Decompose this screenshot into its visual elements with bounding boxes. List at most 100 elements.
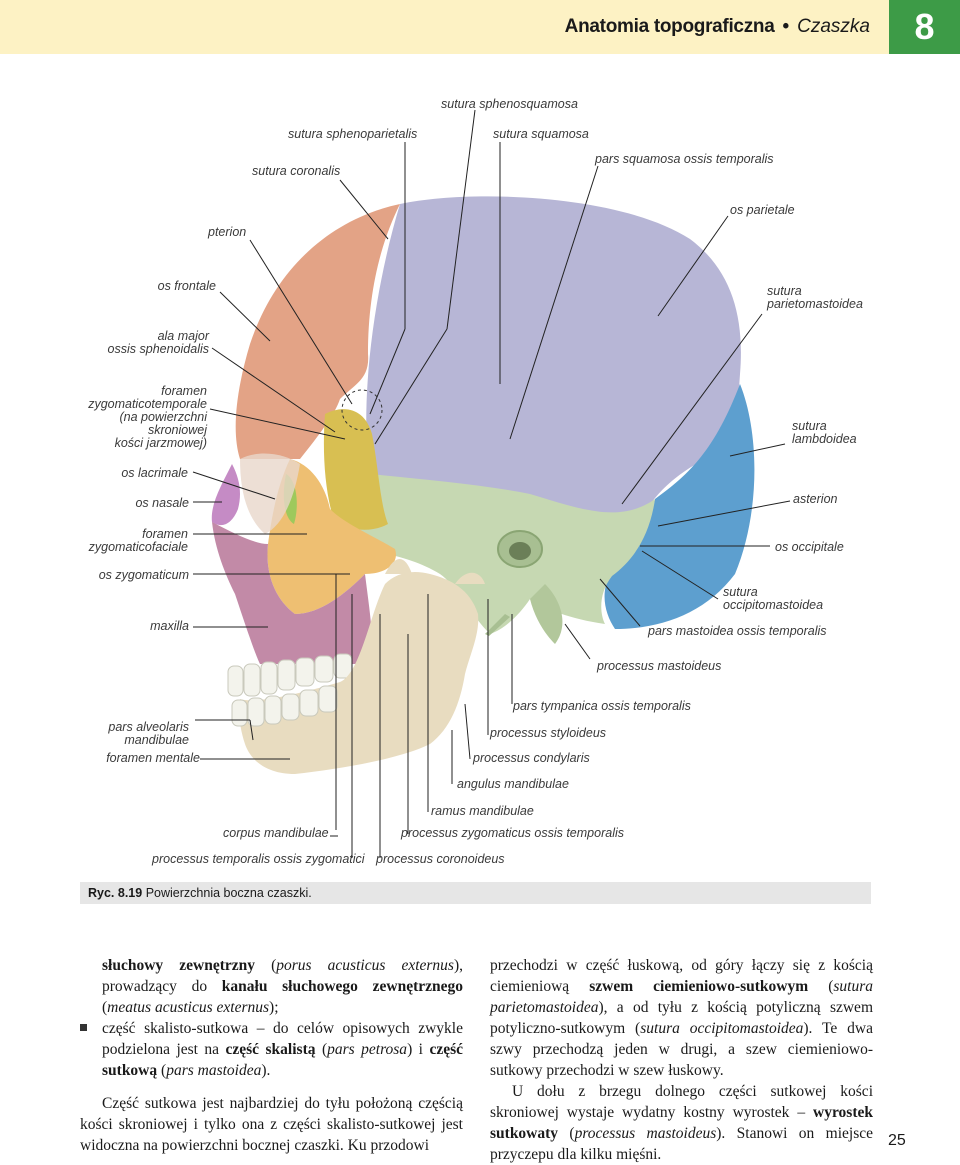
latin-term: meatus acusticus externus	[107, 999, 270, 1016]
label-sutura-sphenoparietalis: sutura sphenoparietalis	[288, 127, 418, 141]
text: );	[269, 999, 279, 1016]
label-os-lacrimale: os lacrimale	[121, 466, 188, 480]
bullet-item: część skalisto-sutkowa – do celów opisow…	[80, 1018, 463, 1081]
label-sutura-sphenosquamosa: sutura sphenosquamosa	[441, 97, 578, 111]
label-sutura-parietomastoidea: sutura parietomastoidea	[767, 285, 863, 311]
figure-number: Ryc. 8.19	[88, 886, 143, 900]
label-asterion: asterion	[793, 492, 838, 506]
latin-term: sutura occipitomastoidea	[640, 1020, 804, 1037]
label-pars-mastoidea: pars mastoidea ossis temporalis	[648, 624, 827, 638]
term: część skalistą	[225, 1041, 316, 1058]
text: ). Te dwa szwy przechodzą jeden w drugi,…	[490, 1020, 873, 1079]
page-header: Anatomia topograficzna • Czaszka 8	[0, 0, 960, 54]
text-column-right: przechodzi w część łuskową, od góry łącz…	[490, 955, 873, 1165]
text: ), a od tyłu z kością potyliczną szwem p…	[490, 999, 873, 1037]
skull-illustration	[192, 109, 791, 858]
label-line: foramen	[142, 527, 188, 541]
text: (	[808, 978, 834, 995]
label-maxilla: maxilla	[150, 619, 189, 633]
latin-term: pars petrosa	[327, 1041, 408, 1058]
label-processus-temporalis: processus temporalis ossis zygomatici	[152, 852, 365, 866]
label-line: sutura	[767, 284, 802, 298]
label-foramen-zygomaticofaciale: foramen zygomaticofaciale	[60, 528, 188, 554]
label-line: sutura	[792, 419, 827, 433]
text: U dołu z brzegu dolnego części sutkowej …	[490, 1083, 873, 1121]
mastoid-process	[530, 584, 563, 644]
label-ramus-mandibulae: ramus mandibulae	[431, 804, 534, 818]
label-pars-squamosa: pars squamosa ossis temporalis	[595, 152, 774, 166]
text: ), prowadzący do	[102, 957, 464, 995]
label-foramen-zygomaticotemporale: foramen zygomaticotemporale (na powierzc…	[60, 385, 207, 450]
running-title: Anatomia topograficzna • Czaszka	[565, 16, 870, 38]
text: przechodzi w część łuskową, od góry łącz…	[490, 957, 873, 995]
text: część skalisto-sutkowa – do celów opisow…	[102, 1020, 463, 1058]
page-number: 25	[888, 1132, 906, 1149]
label-line: ossis sphenoidalis	[107, 342, 209, 356]
text: ) i	[407, 1041, 430, 1058]
term: kanału słuchowego zewnętrznego	[221, 978, 464, 995]
sphenoid-greater-wing	[323, 409, 388, 530]
label-line: zygomaticotemporale	[88, 397, 207, 411]
term: wyrostek sutkowaty	[490, 1104, 873, 1142]
label-os-frontale: os frontale	[157, 279, 216, 293]
upper-teeth	[227, 653, 353, 697]
label-line: kości jarzmowej)	[114, 436, 207, 450]
label-line: ala major	[157, 329, 209, 343]
figure-caption: Ryc. 8.19 Powierzchnia boczna czaszki.	[80, 882, 871, 904]
label-line: mandibulae	[124, 733, 189, 747]
text-column-left: słuchowy zewnętrzny (porus acusticus ext…	[80, 955, 463, 1156]
label-line: pars alveolaris	[108, 720, 189, 734]
term: słuchowy zewnętrzny	[102, 957, 255, 974]
label-line: occipitomastoidea	[723, 598, 824, 612]
text: (	[157, 1062, 167, 1079]
label-line: sutura	[723, 585, 758, 599]
bullet-square-icon	[80, 1024, 87, 1031]
label-pterion: pterion	[208, 225, 247, 239]
label-sutura-coronalis: sutura coronalis	[252, 164, 341, 178]
label-os-zygomaticum: os zygomaticum	[98, 568, 189, 582]
label-foramen-mentale: foramen mentale	[106, 751, 200, 765]
text: (	[255, 957, 277, 974]
frontal-bone	[235, 204, 400, 459]
mandible-bone	[239, 572, 479, 774]
running-title-chapter: Anatomia topograficzna	[564, 16, 775, 37]
label-processus-coronoideus: processus coronoideus	[376, 852, 505, 866]
label-os-occipitale: os occipitale	[775, 540, 844, 554]
paragraph: U dołu z brzegu dolnego części sutkowej …	[490, 1081, 873, 1165]
running-title-section: Czaszka	[797, 16, 870, 37]
running-title-bullet: •	[782, 16, 790, 37]
pterion-marker	[341, 389, 383, 431]
text: ).	[261, 1062, 271, 1079]
text: (	[558, 1125, 575, 1142]
label-pars-alveolaris: pars alveolaris mandibulae	[60, 721, 189, 747]
maxilla-bone	[212, 522, 373, 664]
latin-term: sutura parietomastoidea	[490, 978, 873, 1016]
label-line: skroniowej	[147, 423, 207, 437]
paragraph: słuchowy zewnętrzny (porus acusticus ext…	[80, 955, 463, 1018]
chapter-number-badge: 8	[889, 0, 960, 54]
label-sutura-lambdoidea: sutura lambdoidea	[792, 420, 857, 446]
label-line: parietomastoidea	[767, 297, 863, 311]
label-sutura-squamosa: sutura squamosa	[493, 127, 589, 141]
occipital-bone	[604, 384, 755, 629]
nasal-bone	[211, 464, 240, 526]
skull-lateral-figure: sutura sphenosquamosa sutura sphenoparie…	[0, 54, 960, 884]
paragraph: przechodzi w część łuskową, od góry łącz…	[490, 955, 873, 1081]
text: (	[102, 999, 108, 1016]
label-corpus-mandibulae: corpus mandibulae	[223, 826, 329, 840]
label-ala-major: ala major ossis sphenoidalis	[60, 330, 209, 356]
label-line: (na powierzchni	[119, 410, 207, 424]
label-line: foramen	[161, 384, 207, 398]
term: część sutkową	[102, 1041, 463, 1079]
label-processus-condylaris: processus condylaris	[473, 751, 590, 765]
label-angulus-mandibulae: angulus mandibulae	[457, 777, 569, 791]
zygomatic-bone	[267, 459, 396, 614]
label-sutura-occipitomastoidea: sutura occipitomastoidea	[723, 586, 823, 612]
latin-term: porus acusticus externus	[276, 957, 454, 974]
parietal-bone	[366, 196, 741, 529]
paragraph: Część sutkowa jest najbardziej do tyłu p…	[80, 1095, 463, 1154]
label-line: lambdoidea	[792, 432, 857, 446]
label-processus-styloideus: processus styloideus	[490, 726, 607, 740]
label-os-nasale: os nasale	[135, 496, 189, 510]
figure-caption-text: Powierzchnia boczna czaszki.	[145, 886, 312, 900]
